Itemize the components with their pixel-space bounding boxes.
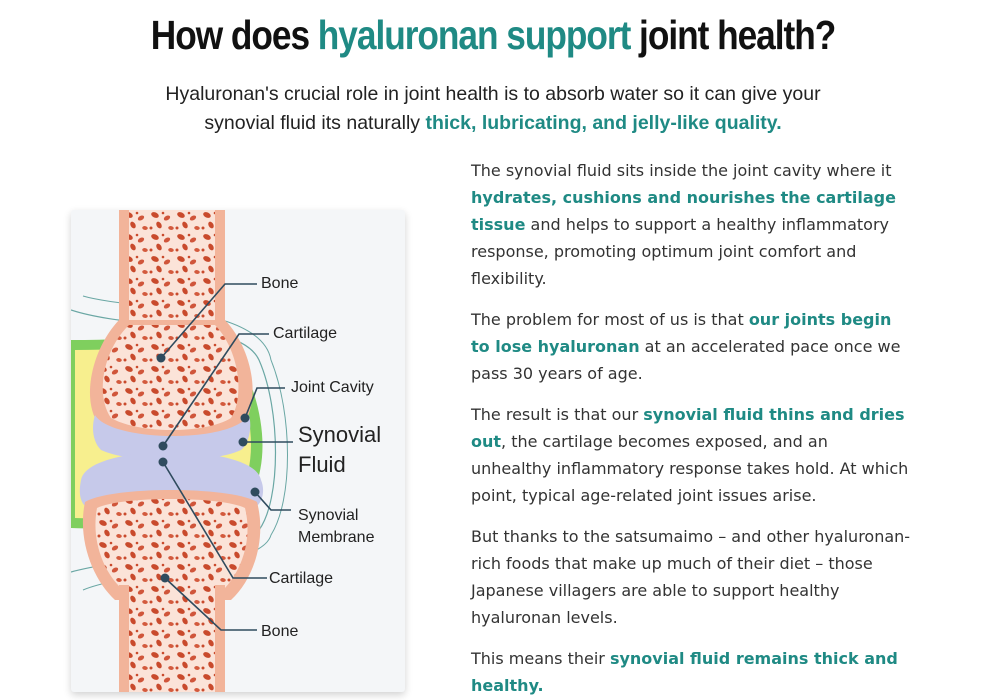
paragraph-hydrates: The synovial fluid sits inside the joint… — [471, 157, 911, 292]
joint-illustration — [71, 210, 293, 692]
article-text: The synovial fluid sits inside the joint… — [471, 157, 911, 700]
paragraph-text: But thanks to the satsumaimo – and other… — [471, 527, 911, 627]
paragraph-conclusion: This means their synovial fluid remains … — [471, 645, 911, 699]
page-title: How does hyaluronan support joint health… — [69, 12, 917, 59]
paragraph-satsumaimo: But thanks to the satsumaimo – and other… — [471, 523, 911, 631]
paragraph-highlight: synovial fluid thins and dries out — [471, 405, 905, 451]
paragraph-text: The result is that our — [471, 405, 644, 424]
paragraph-result: The result is that our synovial fluid th… — [471, 401, 911, 509]
label-cartilage-top: Cartilage — [273, 325, 338, 342]
paragraph-text: The problem for most of us is that — [471, 310, 749, 329]
paragraph-text: , the cartilage becomes exposed, and an … — [471, 432, 909, 505]
label-synovial-membrane-1: Synovial — [298, 507, 359, 524]
title-accent: hyaluronan support — [317, 12, 632, 58]
paragraph-highlight: hydrates, cushions and nourishes the car… — [471, 188, 896, 234]
title-prefix: How does — [150, 12, 318, 58]
title-suffix: joint health? — [630, 12, 836, 58]
intro-paragraph: Hyaluronan's crucial role in joint healt… — [150, 80, 836, 138]
paragraph-text: The synovial fluid sits inside the joint… — [471, 161, 892, 180]
intro-accent: thick, lubricating, and jelly-like quali… — [425, 112, 782, 134]
label-cartilage-bottom: Cartilage — [269, 570, 334, 587]
intro-text: Hyaluronan's crucial role in joint healt… — [165, 83, 821, 134]
label-joint-cavity: Joint Cavity — [291, 379, 374, 396]
paragraph-text: at an accelerated pace once we pass 30 y… — [471, 337, 901, 383]
label-synovial-fluid-1: Synovial — [298, 422, 382, 447]
label-synovial-fluid-2: Fluid — [298, 452, 346, 477]
paragraph-highlight: synovial fluid remains thick and healthy… — [471, 649, 898, 695]
paragraph-text: This means their — [471, 649, 610, 668]
paragraph-highlight: our joints begin to lose hyaluronan — [471, 310, 892, 356]
label-bone-bottom: Bone — [261, 623, 299, 640]
paragraph-problem: The problem for most of us is that our j… — [471, 306, 911, 387]
joint-diagram: Bone Cartilage Joint Cavity Synovial Flu… — [71, 210, 405, 692]
label-synovial-membrane-2: Membrane — [298, 529, 375, 546]
paragraph-text: and helps to support a healthy inflammat… — [471, 215, 890, 288]
label-bone-top: Bone — [261, 275, 299, 292]
